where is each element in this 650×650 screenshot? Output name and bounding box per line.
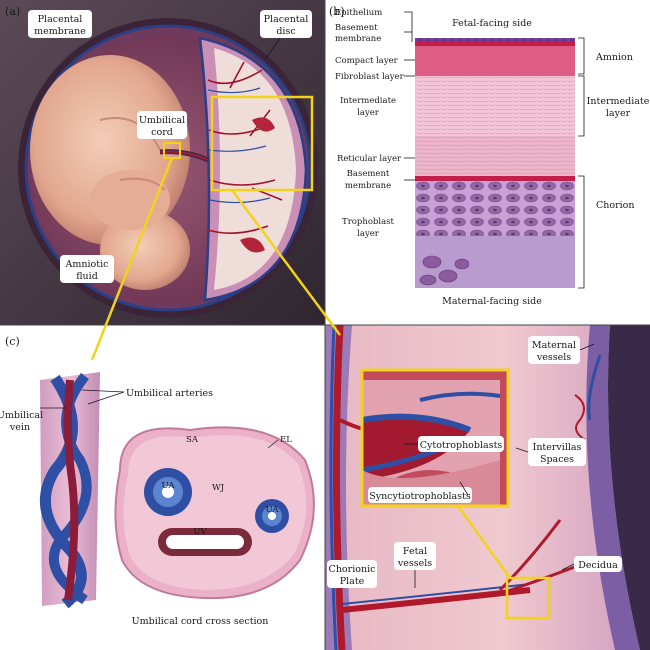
svg-text:Placental: Placental — [264, 14, 309, 25]
label-fetal-vessels: Fetal vessels — [394, 542, 436, 570]
svg-text:fluid: fluid — [76, 271, 98, 282]
wj-label: WJ — [212, 483, 225, 493]
svg-text:membrane: membrane — [34, 26, 86, 37]
basement-membrane-layer-2 — [415, 176, 575, 181]
svg-text:Intervillas: Intervillas — [533, 442, 582, 453]
svg-text:Compact layer: Compact layer — [335, 56, 399, 66]
label-placental-disc: Placental disc — [260, 10, 312, 38]
svg-text:Decidua: Decidua — [578, 560, 618, 571]
umbilical-vein-label-1: Umbilical — [0, 410, 43, 421]
svg-text:Chorionic: Chorionic — [329, 564, 376, 575]
svg-text:vessels: vessels — [397, 558, 432, 569]
panel-c-letter: (c) — [5, 335, 20, 348]
panel-d: Maternal vessels Cytotrophoblasts Interv… — [325, 325, 650, 650]
svg-text:layer: layer — [357, 229, 380, 239]
svg-text:vessels: vessels — [536, 352, 571, 363]
basement-membrane-layer-1 — [415, 42, 575, 46]
svg-text:Trophoblast: Trophoblast — [342, 217, 394, 227]
compact-layer — [415, 46, 575, 76]
uv-label: UV — [193, 527, 207, 537]
cross-section-caption: Umbilical cord cross section — [132, 616, 269, 627]
umbilical-arteries-label: Umbilical arteries — [126, 388, 213, 399]
svg-text:Syncytiotrophoblasts: Syncytiotrophoblasts — [369, 491, 471, 502]
amnion-label: Amnion — [595, 52, 633, 63]
label-maternal-vessels: Maternal vessels — [528, 336, 580, 364]
panel-a-letter: (a) — [5, 5, 20, 18]
svg-text:disc: disc — [276, 26, 295, 37]
left-layer-labels: Epithelium Basement membrane Compact lay… — [335, 8, 405, 239]
svg-text:Maternal: Maternal — [532, 340, 576, 351]
intermediate-layer-right-label-1: Intermediate — [587, 96, 650, 107]
label-intervillas-spaces: Intervillas Spaces — [528, 438, 586, 466]
placental-disc-inner — [214, 48, 296, 290]
svg-text:Umbilical: Umbilical — [139, 115, 185, 126]
maternal-facing-label: Maternal-facing side — [442, 296, 542, 307]
disc-callout-box — [210, 95, 314, 192]
membrane-histology — [415, 38, 575, 288]
svg-text:layer: layer — [357, 108, 380, 118]
left-label-bracket — [404, 11, 415, 181]
placental-red-zone-2 — [240, 237, 265, 253]
fetal-facing-label: Fetal-facing side — [452, 18, 532, 29]
ua-right-label: UA — [265, 505, 279, 515]
svg-text:Reticular layer: Reticular layer — [337, 154, 402, 164]
intermediate-layer-right-label-2: layer — [606, 108, 631, 119]
panel-b-letter: (b) — [329, 5, 345, 18]
label-amniotic-fluid: Amniotic fluid — [60, 255, 114, 283]
label-placental-membrane: Placental membrane — [28, 10, 92, 38]
chorion-label: Chorion — [596, 200, 635, 211]
label-syncytiotrophoblasts: Syncytiotrophoblasts — [368, 487, 472, 503]
svg-text:Cytotrophoblasts: Cytotrophoblasts — [420, 440, 503, 451]
svg-text:Fetal: Fetal — [403, 546, 427, 557]
fetus — [30, 55, 190, 290]
svg-text:Plate: Plate — [340, 576, 365, 587]
label-umbilical-cord: Umbilical cord — [137, 111, 187, 139]
panel-c: (c) Umbilical arteries Um — [0, 325, 325, 650]
ua-left-label: UA — [161, 481, 175, 491]
sa-label: SA — [186, 435, 199, 445]
svg-text:Epithelium: Epithelium — [335, 8, 382, 18]
svg-text:Spaces: Spaces — [540, 454, 574, 465]
panel-b: (b) Fetal-facing side Maternal-facing si… — [325, 0, 650, 325]
el-label: EL — [280, 435, 292, 445]
placental-red-zone — [252, 117, 275, 132]
svg-text:Basement: Basement — [347, 169, 390, 179]
epithelium-layer — [415, 38, 575, 42]
cord-cross-section — [114, 426, 315, 600]
panel-a: (a) Placental membrane Placental disc Um… — [0, 0, 325, 325]
label-decidua: Decidua — [574, 556, 622, 572]
svg-text:membrane: membrane — [345, 181, 391, 191]
svg-text:cord: cord — [151, 127, 173, 138]
label-chorionic-plate: Chorionic Plate — [327, 560, 377, 588]
umbilical-vein-label-2: vein — [9, 422, 30, 433]
svg-text:Amniotic: Amniotic — [65, 259, 109, 270]
svg-text:Fibroblast layer: Fibroblast layer — [335, 72, 405, 82]
svg-text:Placental: Placental — [38, 14, 83, 25]
svg-text:membrane: membrane — [335, 34, 381, 44]
svg-text:Basement: Basement — [335, 23, 378, 33]
svg-text:Intermediate: Intermediate — [340, 96, 396, 106]
label-cytotrophoblasts: Cytotrophoblasts — [418, 436, 504, 452]
callout-connectors — [90, 157, 342, 361]
villus-callout-box — [505, 576, 551, 620]
right-label-brackets — [578, 37, 585, 289]
twisted-umbilical-cord — [39, 372, 100, 609]
